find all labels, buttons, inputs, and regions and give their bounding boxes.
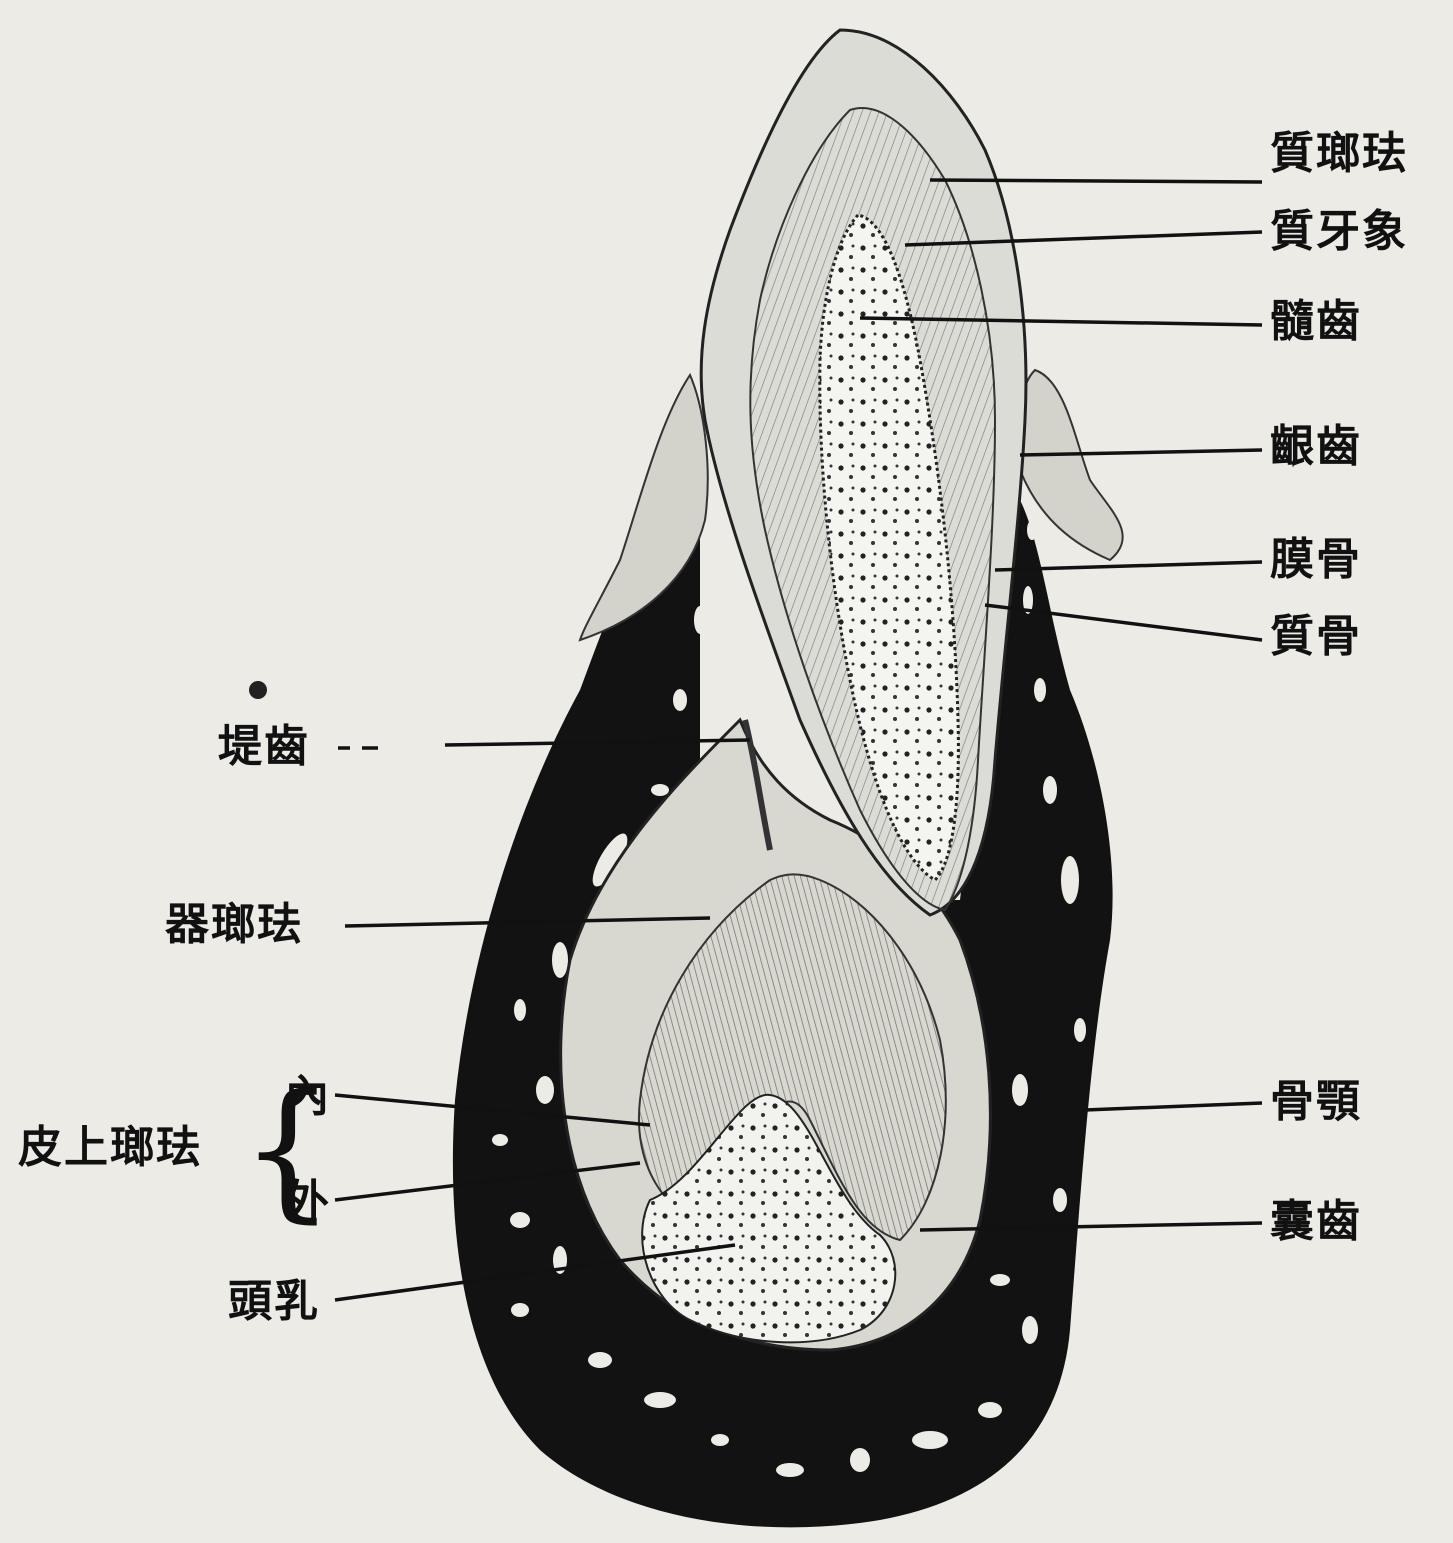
label-enamel-organ: 器瑯珐 xyxy=(165,903,303,947)
label-inner: 內 xyxy=(285,1075,331,1119)
label-gum: 齦齒 xyxy=(1270,425,1362,469)
label-enamel-epithelium: 皮上瑯珐 xyxy=(18,1126,202,1170)
ink-speck xyxy=(249,681,267,699)
label-dentin: 質牙象 xyxy=(1270,210,1408,254)
label-dental-sac: 囊齒 xyxy=(1270,1200,1362,1244)
label-periosteum: 膜骨 xyxy=(1270,538,1362,582)
label-papilla: 頭乳 xyxy=(228,1280,320,1324)
label-enamel: 質瑯珐 xyxy=(1270,132,1408,176)
label-outer: 外 xyxy=(285,1180,331,1224)
label-bone: 質骨 xyxy=(1270,615,1362,659)
label-dental-ridge: 堤齒 xyxy=(218,725,310,769)
label-jaw-bone: 骨顎 xyxy=(1270,1080,1362,1124)
label-pulp: 髓齒 xyxy=(1270,300,1362,344)
